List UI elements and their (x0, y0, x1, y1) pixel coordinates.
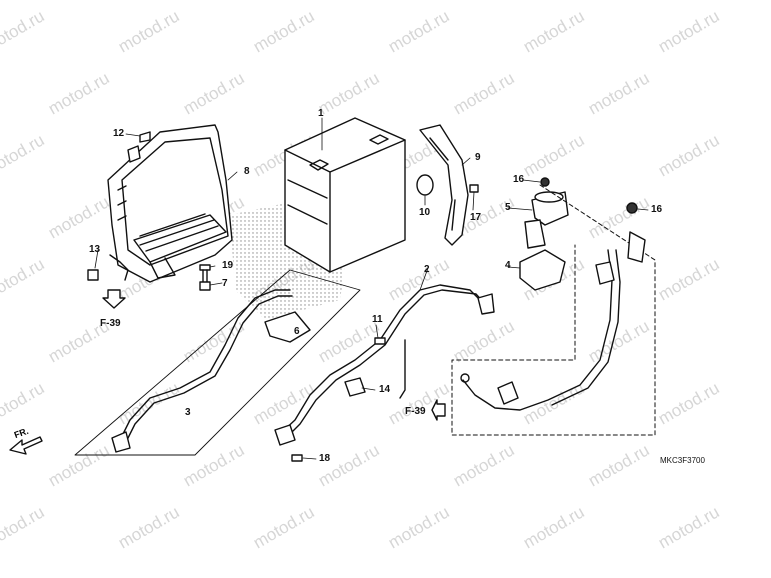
ref-label: F-39 (405, 406, 426, 417)
diagram-code: MKC3F3700 (660, 456, 705, 465)
callout-4: 4 (505, 260, 511, 271)
cap (626, 202, 638, 214)
leader-line (74, 269, 361, 456)
relay-cover (519, 249, 566, 291)
cushion (416, 174, 434, 196)
front-arrow (9, 436, 43, 455)
callout-13: 13 (89, 244, 101, 255)
ref-arrow (102, 289, 126, 309)
callout-1: 1 (318, 108, 324, 119)
callout-12: 12 (113, 128, 125, 139)
bolts (87, 131, 479, 462)
callout-19: 19 (222, 260, 234, 271)
harness-outline (451, 184, 656, 436)
callout-14: 14 (379, 384, 391, 395)
callout-6: 6 (294, 326, 300, 337)
starter-relay (524, 191, 569, 249)
ref-label: F-39 (100, 318, 121, 329)
callout-7: 7 (222, 278, 228, 289)
callout-17: 17 (470, 212, 482, 223)
ground-cable (111, 289, 311, 453)
battery (284, 117, 406, 273)
starter-cable (274, 284, 495, 446)
battery-box (107, 124, 233, 283)
ref-arrow (431, 399, 446, 421)
callout-5: 5 (505, 202, 511, 213)
battery-strap (419, 124, 469, 246)
callout-16a: 16 (513, 174, 525, 185)
harness (460, 231, 646, 411)
callout-8: 8 (244, 166, 250, 177)
callout-2: 2 (424, 264, 430, 275)
callout-16b: 16 (651, 204, 663, 215)
callout-leaders (94, 117, 649, 460)
callout-11: 11 (372, 314, 383, 325)
callout-3: 3 (185, 407, 191, 418)
cap (540, 177, 550, 187)
callout-10: 10 (419, 207, 431, 218)
callout-9: 9 (475, 152, 481, 163)
callout-18: 18 (319, 453, 331, 464)
